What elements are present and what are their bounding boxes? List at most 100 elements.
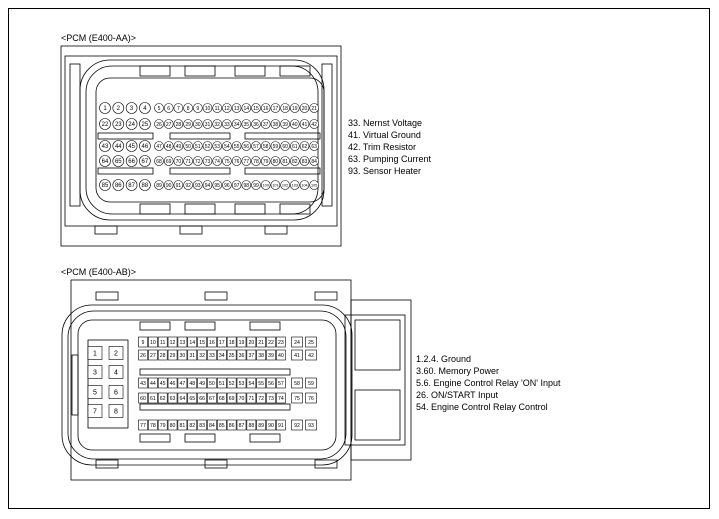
pin-label: 82 (292, 159, 298, 165)
pin-33: 33 (207, 349, 217, 361)
pin-54: 54 (222, 141, 232, 151)
pin-35: 35 (241, 119, 252, 129)
pin-label: 44 (150, 381, 156, 387)
pin-label: 35 (244, 122, 250, 128)
pin-99: 99 (251, 180, 261, 190)
pin-label: 101 (272, 183, 278, 187)
pin-43: 43 (99, 140, 111, 152)
pin-label: 85 (102, 183, 109, 189)
pin-label: 58 (294, 381, 300, 387)
pin-27: 27 (148, 349, 158, 361)
pin-19: 19 (289, 103, 300, 113)
pin-label: 24 (128, 122, 135, 128)
pin-31: 31 (202, 119, 213, 129)
pin-label: 1 (103, 106, 107, 112)
pin-65: 65 (112, 155, 125, 167)
legend-item: 1.2.4. Ground (416, 354, 472, 364)
pin-label: 50 (209, 381, 215, 387)
pin-label: 39 (268, 353, 274, 359)
pin-label: 51 (195, 144, 201, 150)
pin-91: 91 (173, 180, 184, 190)
pin-label: 3 (93, 369, 97, 376)
pin-label: 57 (253, 144, 259, 150)
pin-80: 80 (167, 419, 178, 431)
pin-label: 70 (239, 396, 245, 402)
pin-label: 39 (282, 122, 288, 128)
connector-aa-title: <PCM (E400-AA)> (61, 33, 137, 43)
pin-label: 59 (273, 144, 279, 150)
pin-label: 18 (229, 340, 235, 346)
pin-label: 80 (170, 423, 176, 429)
pin-2: 2 (108, 346, 124, 360)
legend-item: 41. Virtual Ground (348, 130, 421, 140)
pin-82: 82 (289, 156, 300, 166)
pin-92: 92 (291, 419, 303, 431)
pin-label: 104 (301, 183, 307, 187)
pin-5: 5 (154, 103, 164, 113)
pin-label: 14 (189, 340, 195, 346)
pin-10: 10 (202, 103, 213, 113)
pin-71: 71 (183, 156, 193, 166)
pin-label: 5 (93, 389, 97, 396)
pin-1: 1 (87, 346, 103, 360)
pin-6: 6 (163, 103, 174, 113)
pin-label: 31 (205, 122, 211, 128)
pin-label: 16 (263, 106, 269, 112)
pin-64: 64 (177, 392, 188, 404)
pin-label: 79 (263, 159, 269, 165)
pin-label: 91 (176, 183, 182, 189)
pin-label: 3 (130, 106, 134, 112)
pin-72: 72 (193, 156, 203, 166)
pin-label: 59 (308, 381, 314, 387)
pin-48: 48 (187, 377, 198, 389)
pin-88: 88 (139, 179, 151, 191)
pin-label: 35 (229, 353, 235, 359)
pin-98: 98 (241, 180, 252, 190)
pin-4: 4 (139, 102, 151, 114)
legend-item: 33. Nernst Voltage (348, 118, 423, 128)
pin-label: 7 (93, 408, 97, 415)
pin-label: 52 (229, 381, 235, 387)
pin-50: 50 (183, 141, 193, 151)
pin-label: 90 (268, 423, 274, 429)
pin-label: 81 (180, 423, 186, 429)
pin-label: 86 (115, 183, 122, 189)
pin-53: 53 (212, 141, 222, 151)
pin-label: 52 (205, 144, 211, 150)
pin-label: 88 (142, 183, 149, 189)
pin-label: 54 (224, 144, 230, 150)
pin-label: 99 (253, 183, 259, 189)
pin-28: 28 (173, 119, 184, 129)
pin-label: 37 (263, 122, 269, 128)
pin-label: 56 (244, 144, 250, 150)
pin-59: 59 (305, 377, 317, 389)
pin-label: 55 (258, 381, 264, 387)
pin-61: 61 (289, 141, 300, 151)
pin-64: 64 (99, 155, 111, 167)
pin-label: 72 (258, 396, 264, 402)
pin-16: 16 (207, 336, 217, 348)
pin-5: 5 (87, 385, 103, 399)
pin-label: 91 (278, 423, 284, 429)
pin-57: 57 (276, 377, 286, 389)
pin-label: 5 (158, 106, 161, 112)
pin-78: 78 (251, 156, 261, 166)
pin-52: 52 (202, 141, 213, 151)
pin-2: 2 (112, 102, 125, 114)
pin-label: 56 (268, 381, 274, 387)
pin-label: 57 (278, 381, 284, 387)
pin-label: 12 (170, 340, 176, 346)
pin-68: 68 (217, 392, 227, 404)
pin-label: 38 (258, 353, 264, 359)
pin-12: 12 (222, 103, 232, 113)
pin-46: 46 (167, 377, 178, 389)
pin-55: 55 (231, 141, 242, 151)
pin-84: 84 (309, 156, 320, 166)
pin-label: 95 (214, 183, 220, 189)
pin-75: 75 (222, 156, 232, 166)
pin-label: 6 (167, 106, 170, 112)
pin-62: 62 (299, 141, 310, 151)
pin-label: 18 (282, 106, 288, 112)
pin-26: 26 (154, 119, 164, 129)
